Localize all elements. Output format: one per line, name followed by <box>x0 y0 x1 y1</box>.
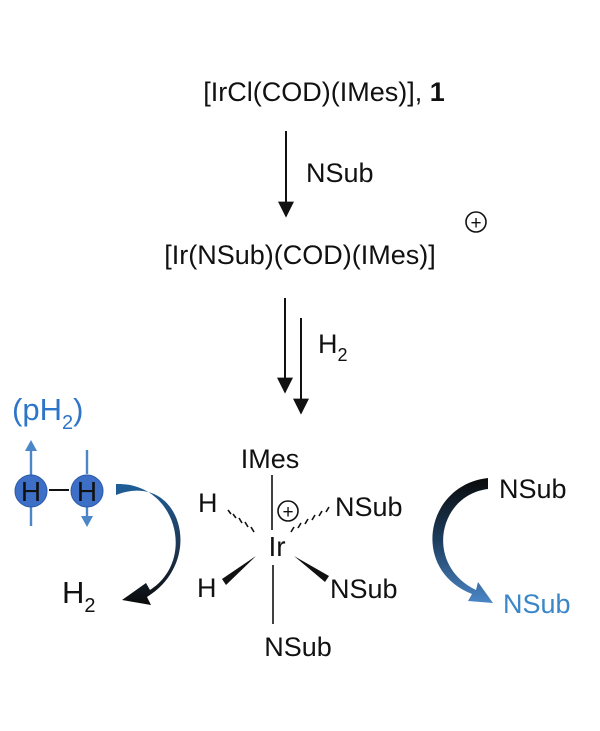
ph2-open: (pH <box>12 392 62 427</box>
hydride-lower-label: H <box>197 573 217 603</box>
outgoing-substrate-label: NSub <box>503 589 571 619</box>
spin-up-arrowhead <box>25 440 37 451</box>
arrow2-reagent-label: H2 <box>318 329 348 365</box>
substrate-exchange-curved-arrow <box>432 478 493 603</box>
hydrogen-exchange-curved-arrow <box>116 483 181 605</box>
hydrogen-atom-right <box>70 474 104 508</box>
complex-charge-symbol: + <box>282 502 293 523</box>
axial-ligand-bottom: NSub <box>264 632 332 662</box>
ligand-lower-right: NSub <box>330 574 398 604</box>
wedge-bond-hydride-lower <box>222 556 256 585</box>
hydrogen-atom-left <box>14 474 48 508</box>
iridium-center: Ir <box>268 531 285 562</box>
axial-ligand-top: IMes <box>241 444 300 474</box>
released-h2-h: H <box>62 575 84 610</box>
starting-complex-text: [IrCl(COD)(IMes)], <box>203 77 429 107</box>
complex-charge-icon: + <box>277 500 299 523</box>
hydride-upper-label: H <box>198 488 218 518</box>
wedge-bond-nsub-lower <box>294 556 329 582</box>
iridium-complex: IMes H + NSub Ir H NSub NSub <box>197 444 403 662</box>
intermediate-charge-icon: + <box>465 211 487 234</box>
starting-complex-formula: [IrCl(COD)(IMes)], 1 <box>203 77 445 107</box>
para-hydrogen-molecule: H H <box>14 440 104 527</box>
intermediate-complex-formula: [Ir(NSub)(COD)(IMes)] <box>164 240 436 270</box>
hydrogen-atom-left-label: H <box>21 476 41 507</box>
released-h2-label: H2 <box>62 575 96 617</box>
intermediate-charge-symbol: + <box>470 213 481 234</box>
hashed-bond-nsub-upper <box>290 506 330 533</box>
ph2-subscript: 2 <box>62 412 73 434</box>
released-h2-subscript: 2 <box>84 595 95 617</box>
arrow2-h: H <box>318 329 338 359</box>
arrow1-reagent-label: NSub <box>306 158 374 188</box>
spin-down-arrowhead <box>81 516 93 527</box>
arrow2-subscript: 2 <box>338 345 348 365</box>
ligand-upper-right: NSub <box>335 492 403 522</box>
compound-number: 1 <box>430 77 445 107</box>
ph2-close: ) <box>73 392 83 427</box>
hydrogen-atom-right-label: H <box>77 476 97 507</box>
hashed-bond-hydride-upper <box>227 509 255 533</box>
incoming-substrate-label: NSub <box>499 474 567 504</box>
para-hydrogen-label: (pH2) <box>12 392 83 434</box>
